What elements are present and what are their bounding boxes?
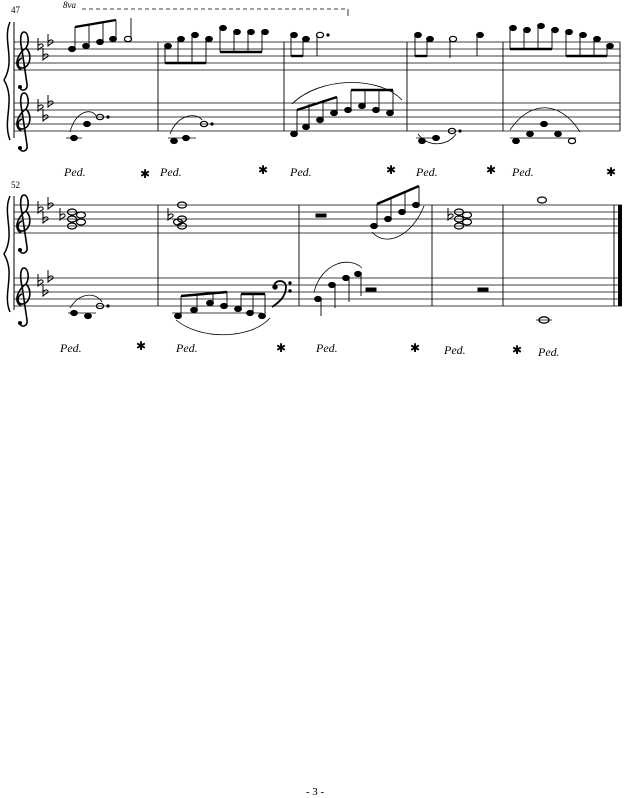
svg-text:Ped.: Ped. xyxy=(537,345,560,359)
svg-text:Ped.: Ped. xyxy=(59,341,82,355)
svg-text:✱: ✱ xyxy=(410,341,420,355)
measure-number-47: 47 xyxy=(11,5,20,15)
octave-mark: 8va xyxy=(63,0,76,10)
system-1: Ped. ✱ Ped. ✱ Ped. ✱ Ped. ✱ Ped. ✱ xyxy=(3,8,621,181)
svg-text:Ped.: Ped. xyxy=(415,165,438,179)
svg-text:✱: ✱ xyxy=(258,163,268,177)
svg-text:✱: ✱ xyxy=(606,165,616,179)
svg-text:Ped.: Ped. xyxy=(159,165,182,179)
pedal-down-mark: Ped. xyxy=(63,165,86,179)
svg-text:Ped.: Ped. xyxy=(175,341,198,355)
svg-text:Ped.: Ped. xyxy=(443,343,466,357)
svg-text:✱: ✱ xyxy=(136,339,146,353)
svg-text:✱: ✱ xyxy=(276,341,286,355)
system-2: Ped. ✱ Ped. ✱ Ped. ✱ Ped. ✱ Ped. xyxy=(3,184,622,359)
measure-number-52: 52 xyxy=(11,180,20,190)
svg-text:✱: ✱ xyxy=(140,167,150,181)
page-number: - 3 - xyxy=(305,786,325,798)
svg-text:✱: ✱ xyxy=(386,163,396,177)
svg-text:✱: ✱ xyxy=(512,343,522,357)
svg-text:Ped.: Ped. xyxy=(511,165,534,179)
svg-text:✱: ✱ xyxy=(486,163,496,177)
svg-text:Ped.: Ped. xyxy=(315,341,338,355)
svg-text:Ped.: Ped. xyxy=(289,165,312,179)
